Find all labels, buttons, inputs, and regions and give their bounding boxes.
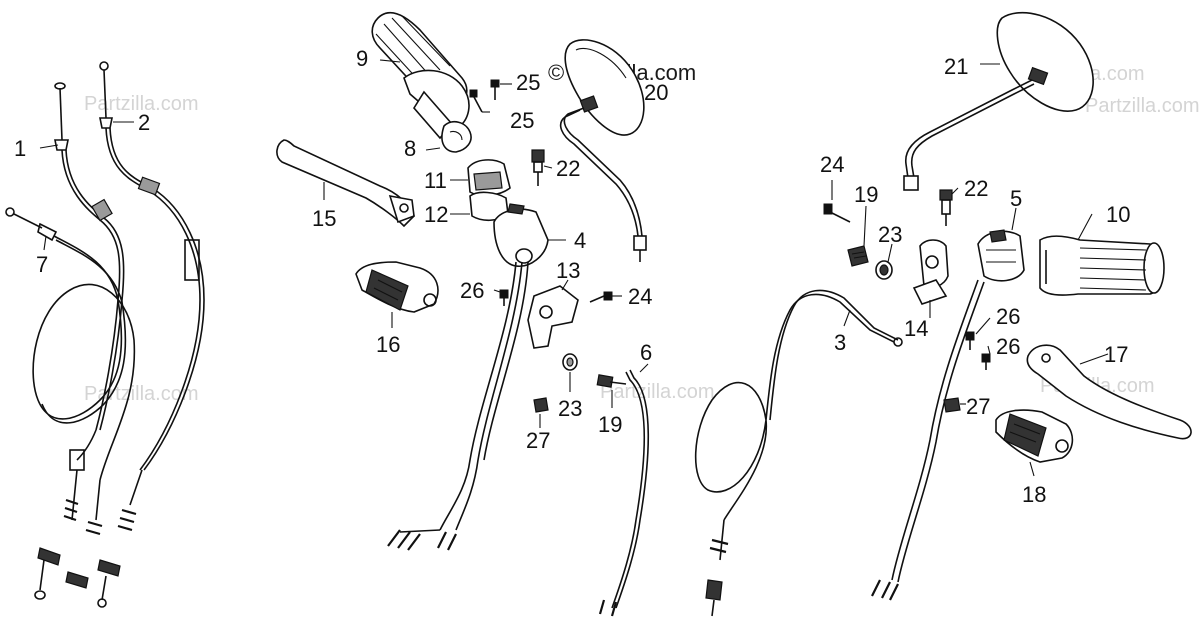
bracket-14 (912, 239, 949, 305)
label-part-14: 14 (904, 316, 928, 341)
nut-27 (533, 397, 549, 413)
throttle-tube-8 (413, 90, 472, 153)
leader-lines-center (323, 59, 649, 428)
spacer-23 (562, 353, 578, 371)
bolt-22 (531, 149, 545, 186)
part-labels: 1 2 7 9 8 25 25 20 22 11 12 15 4 13 26 2… (14, 46, 1130, 507)
bolt-19 (847, 245, 869, 267)
label-part-2: 2 (138, 110, 150, 135)
label-part-1: 1 (14, 136, 26, 161)
label-part-23: 23 (558, 396, 582, 421)
label-part-23: 23 (878, 222, 902, 247)
bolt-22 (939, 189, 953, 226)
label-part-17: 17 (1104, 342, 1128, 367)
bolt-19 (596, 374, 627, 388)
label-part-19: 19 (854, 182, 878, 207)
label-part-3: 3 (834, 330, 846, 355)
throttle-grip-9 (371, 11, 470, 131)
label-part-27: 27 (966, 394, 990, 419)
label-part-19: 19 (598, 412, 622, 437)
label-part-18: 18 (1022, 482, 1046, 507)
label-part-21: 21 (944, 54, 968, 79)
wire-harness-right (871, 279, 985, 601)
screw-24 (589, 291, 613, 303)
label-part-13: 13 (556, 258, 580, 283)
label-part-8: 8 (404, 136, 416, 161)
wire-harness-left (387, 261, 529, 551)
switch-18 (995, 409, 1074, 463)
switch-housing-11 (467, 159, 511, 197)
label-part-6: 6 (640, 340, 652, 365)
mirror-20 (559, 39, 647, 262)
screw-26 (499, 289, 509, 306)
label-part-16: 16 (376, 332, 400, 357)
switch-housing-4 (493, 203, 549, 267)
cable-6 (598, 369, 650, 617)
label-part-22: 22 (964, 176, 988, 201)
leader-lines-left (39, 121, 134, 251)
screw-25 (469, 79, 500, 113)
label-part-10: 10 (1106, 202, 1130, 227)
watermark-faint: Partzilla.com (600, 381, 714, 403)
spacer-23 (875, 260, 893, 280)
label-part-26: 26 (996, 304, 1020, 329)
grip-10 (1039, 235, 1165, 296)
mirror-21 (903, 11, 1094, 191)
label-part-15: 15 (312, 206, 336, 231)
label-part-27: 27 (526, 428, 550, 453)
label-part-9: 9 (356, 46, 368, 71)
label-part-20: 20 (644, 80, 668, 105)
label-part-24: 24 (820, 152, 844, 177)
lever-17 (1026, 344, 1192, 440)
watermark-faint: Partzilla.com (84, 93, 198, 115)
lever-15 (276, 139, 415, 228)
bracket-13 (527, 285, 579, 349)
nut-27 (943, 397, 961, 413)
label-part-26: 26 (460, 278, 484, 303)
label-part-26: 26 (996, 334, 1020, 359)
screw-24 (823, 203, 851, 223)
label-part-5: 5 (1010, 186, 1022, 211)
label-part-4: 4 (574, 228, 586, 253)
label-part-7: 7 (36, 252, 48, 277)
watermark-faint: Partzilla.com (1085, 95, 1199, 117)
label-part-24: 24 (628, 284, 652, 309)
label-part-25: 25 (510, 108, 534, 133)
leader-lines-right (831, 63, 1109, 477)
switch-housing-5 (977, 229, 1025, 282)
cable-3 (694, 289, 903, 617)
throttle-cable-1 (34, 82, 125, 600)
screw-26 (965, 331, 991, 370)
throttle-cable-2 (97, 61, 205, 608)
choke-cable-7 (5, 207, 136, 589)
label-part-22: 22 (556, 156, 580, 181)
watermark-faint: Partzilla.com (84, 383, 198, 405)
label-part-25: 25 (516, 70, 540, 95)
label-part-12: 12 (424, 202, 448, 227)
label-part-11: 11 (424, 168, 447, 193)
switch-16 (355, 261, 439, 313)
